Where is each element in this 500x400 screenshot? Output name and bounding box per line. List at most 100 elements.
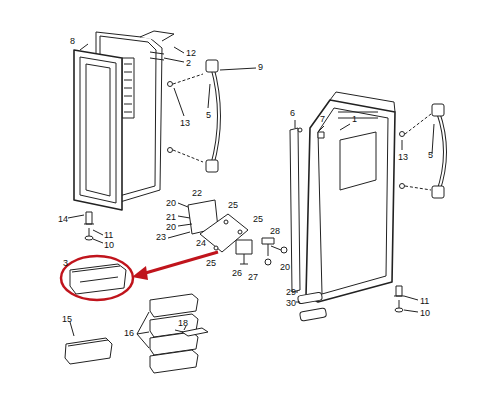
door-bins-stack	[137, 312, 149, 348]
right-handle	[432, 186, 444, 198]
callout-number: 11	[420, 296, 429, 306]
leader-lines	[404, 296, 418, 312]
leader-lines	[68, 215, 103, 243]
right-door	[318, 108, 388, 294]
callout-number: 5	[428, 150, 433, 160]
right-handle	[400, 104, 446, 198]
right-handle	[438, 112, 445, 192]
door-bin-circled	[72, 266, 120, 272]
highlight-callout	[61, 256, 133, 300]
right-door	[338, 112, 378, 118]
parts-illustration	[65, 31, 445, 373]
left-hinge-pin	[85, 236, 93, 240]
bracket-part	[182, 328, 208, 336]
hinge-assembly	[281, 247, 287, 253]
hinge-assembly	[265, 259, 271, 265]
hinge-assembly	[238, 230, 242, 234]
hinge-assembly	[168, 200, 287, 265]
door-bin-circled	[70, 264, 126, 294]
leader-lines	[174, 84, 434, 154]
door-trim-strip	[298, 128, 302, 132]
door-gaskets	[297, 292, 326, 321]
callout-number: 27	[248, 272, 258, 282]
callout-number: 22	[192, 188, 202, 198]
door-bins-stack	[150, 350, 198, 373]
hinge-assembly	[271, 246, 281, 250]
left-handle	[212, 66, 219, 166]
door-trim-strip	[318, 132, 324, 138]
callout-number: 15	[62, 314, 72, 324]
callout-number: 20	[166, 198, 176, 208]
callout-number: 16	[124, 328, 134, 338]
door-bin-circled	[70, 264, 126, 294]
callout-number: 23	[156, 232, 166, 242]
left-door	[140, 31, 174, 41]
highlight-callout	[132, 266, 148, 280]
right-door	[340, 132, 376, 190]
callout-number: 13	[398, 152, 408, 162]
left-hinge-pin	[84, 212, 94, 240]
door-trim-strip	[290, 128, 300, 292]
door-gaskets	[297, 292, 322, 304]
right-handle	[400, 184, 405, 189]
leader-lines	[80, 44, 256, 70]
callout-number: 5	[206, 110, 211, 120]
hinge-assembly	[240, 254, 248, 264]
right-handle	[432, 104, 444, 116]
right-handle	[438, 112, 445, 192]
right-door	[306, 92, 395, 302]
callout-number: 25	[228, 200, 238, 210]
left-handle	[168, 60, 220, 172]
callout-number: 2	[186, 58, 191, 68]
left-hinge-pin	[86, 212, 92, 224]
callout-number: 8	[70, 36, 75, 46]
callout-number: 9	[258, 62, 263, 72]
callout-number: 24	[196, 238, 206, 248]
callout-number: 20	[166, 222, 176, 232]
right-handle	[405, 114, 431, 190]
left-handle	[168, 82, 173, 87]
bracket-part	[175, 328, 208, 336]
door-gaskets	[300, 308, 327, 321]
callout-number: 26	[232, 268, 242, 278]
callout-number: 1	[352, 114, 357, 124]
right-hinge-pin	[394, 286, 404, 312]
small-bin	[65, 338, 112, 364]
left-door	[74, 50, 122, 210]
left-door	[86, 64, 110, 196]
callout-number: 21	[166, 212, 176, 222]
small-bin	[65, 338, 112, 364]
left-handle	[206, 60, 218, 72]
highlight-callout	[142, 252, 218, 274]
right-hinge-pin	[395, 308, 403, 312]
small-bin	[68, 340, 108, 346]
door-bin-circled	[80, 277, 118, 282]
hinge-assembly	[262, 238, 274, 244]
callout-number: 28	[270, 226, 280, 236]
hinge-assembly	[214, 246, 218, 250]
door-bins-stack	[150, 294, 198, 317]
bracket-part	[175, 330, 183, 332]
callout-number: 7	[320, 114, 325, 124]
left-door	[74, 31, 174, 210]
callout-number: 10	[420, 308, 430, 318]
left-door	[80, 57, 116, 203]
left-door	[124, 64, 132, 112]
hinge-assembly	[224, 220, 228, 224]
left-handle	[206, 160, 218, 172]
callout-number: 6	[290, 108, 295, 118]
left-handle	[173, 74, 203, 162]
right-door	[330, 92, 395, 112]
callout-number: 18	[178, 318, 188, 328]
hinge-assembly	[268, 244, 269, 256]
highlight-callout	[61, 252, 218, 300]
right-handle	[400, 132, 405, 137]
right-hinge-pin	[394, 296, 404, 308]
door-trim-strip	[290, 128, 324, 292]
hinge-assembly	[236, 240, 252, 254]
callout-number: 25	[253, 214, 263, 224]
callout-number: 11	[104, 230, 113, 240]
left-handle	[168, 148, 173, 153]
